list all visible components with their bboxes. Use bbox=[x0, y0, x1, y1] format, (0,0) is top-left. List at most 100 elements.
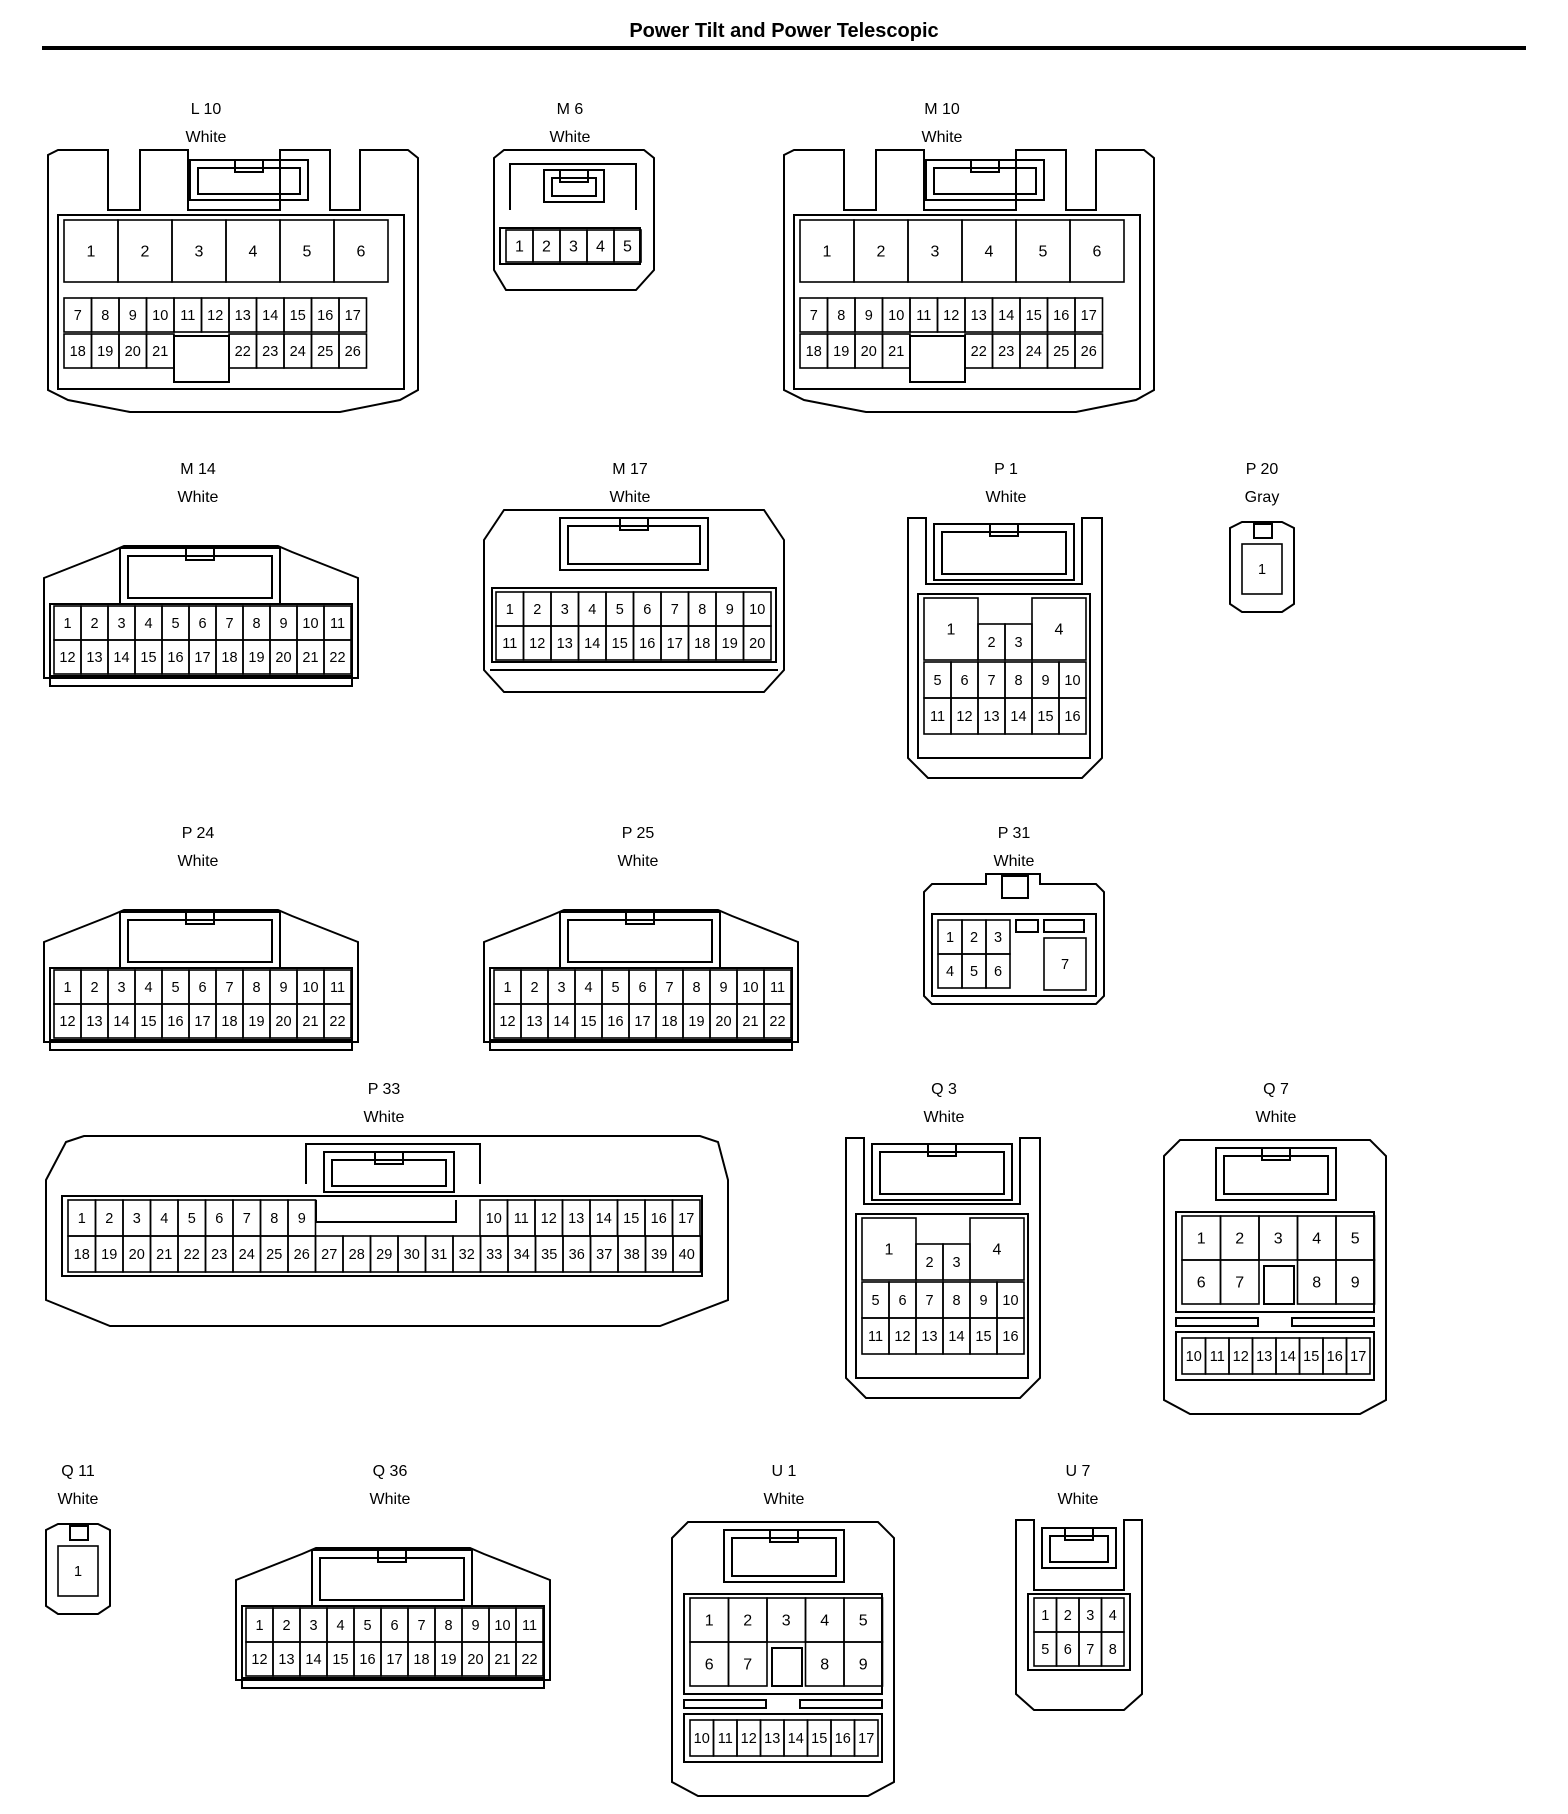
housing-outline bbox=[45, 1135, 729, 1327]
pin-number: 19 bbox=[97, 344, 113, 360]
pin-number: 22 bbox=[971, 344, 987, 360]
pin-number: 20 bbox=[749, 636, 765, 652]
pin-field bbox=[49, 967, 353, 1041]
latch-tab bbox=[1001, 875, 1029, 899]
pin-number: 12 bbox=[1233, 1349, 1249, 1365]
pin-field-lower bbox=[1175, 1331, 1375, 1381]
pin-number: 14 bbox=[1010, 709, 1026, 725]
pin-cell bbox=[1031, 597, 1087, 661]
pin-number: 13 bbox=[983, 709, 999, 725]
pin-number: 2 bbox=[90, 616, 98, 632]
pin-number: 12 bbox=[541, 1211, 557, 1227]
pin-field bbox=[49, 603, 353, 677]
pin-number: 25 bbox=[266, 1247, 282, 1263]
pin-number: 6 bbox=[643, 602, 651, 618]
pin-number: 34 bbox=[514, 1247, 530, 1263]
base-rail bbox=[241, 1679, 545, 1689]
pin-number: 31 bbox=[431, 1247, 447, 1263]
pin-number: 20 bbox=[129, 1247, 145, 1263]
connector-id: M 17 bbox=[612, 461, 648, 478]
pin-number: 24 bbox=[290, 344, 306, 360]
pin-number: 6 bbox=[215, 1211, 223, 1227]
housing-outline bbox=[47, 149, 419, 413]
pin-number: 13 bbox=[557, 636, 573, 652]
connector-color: White bbox=[610, 489, 651, 506]
connector-color: White bbox=[178, 853, 219, 870]
pin-number: 2 bbox=[877, 244, 886, 261]
pin-number: 1 bbox=[74, 1564, 82, 1580]
pin-number: 14 bbox=[584, 636, 600, 652]
pin-number: 21 bbox=[494, 1652, 510, 1668]
pin-number: 22 bbox=[521, 1652, 537, 1668]
pin-field bbox=[241, 1605, 545, 1679]
key-slot bbox=[173, 335, 230, 383]
pin-number: 10 bbox=[486, 1211, 502, 1227]
pin-number: 4 bbox=[946, 964, 954, 980]
rail bbox=[1291, 1317, 1375, 1327]
latch-tab bbox=[185, 547, 215, 561]
connector-id: P 24 bbox=[182, 825, 215, 842]
pin-number: 32 bbox=[459, 1247, 475, 1263]
connector-id: P 20 bbox=[1246, 461, 1279, 478]
latch-tab bbox=[769, 1529, 799, 1543]
pin-field bbox=[1175, 1211, 1375, 1313]
pin-number: 4 bbox=[1312, 1231, 1321, 1248]
housing-outline bbox=[783, 149, 1155, 413]
pin-number: 38 bbox=[624, 1247, 640, 1263]
pin-number: 9 bbox=[979, 1293, 987, 1309]
connector-id: Q 11 bbox=[61, 1463, 95, 1480]
pin-number: 5 bbox=[171, 980, 179, 996]
pin-number: 18 bbox=[661, 1014, 677, 1030]
pin-number: 5 bbox=[859, 1613, 868, 1630]
pin-number: 36 bbox=[569, 1247, 585, 1263]
pin-number: 10 bbox=[694, 1731, 710, 1747]
pin-number: 20 bbox=[125, 344, 141, 360]
pin-number: 15 bbox=[140, 650, 156, 666]
pin-cell bbox=[1335, 1259, 1376, 1305]
pin-number: 6 bbox=[705, 1657, 714, 1674]
pin-number: 12 bbox=[59, 650, 75, 666]
pin-number: 7 bbox=[243, 1211, 251, 1227]
pin-number: 11 bbox=[1210, 1349, 1225, 1365]
pin-cell bbox=[323, 1003, 352, 1039]
housing-outline bbox=[845, 1137, 1041, 1399]
housing-outline bbox=[907, 517, 1103, 779]
pin-number: 8 bbox=[820, 1657, 829, 1674]
latch-inner bbox=[319, 1557, 465, 1601]
pin-number: 19 bbox=[833, 344, 849, 360]
pin-number: 1 bbox=[255, 1618, 263, 1634]
pin-number: 1 bbox=[1041, 1608, 1049, 1624]
pin-cell bbox=[613, 229, 642, 263]
pin-number: 29 bbox=[376, 1247, 392, 1263]
pin-number: 6 bbox=[357, 244, 366, 261]
pin-number: 11 bbox=[514, 1211, 529, 1227]
pin-number: 18 bbox=[74, 1247, 90, 1263]
pin-number: 4 bbox=[160, 1211, 168, 1227]
pin-number: 16 bbox=[1053, 308, 1069, 324]
pin-number: 13 bbox=[1256, 1349, 1272, 1365]
pin-cell bbox=[985, 953, 1011, 989]
connector-color: White bbox=[1058, 1491, 1099, 1508]
pin-number: 1 bbox=[1258, 562, 1266, 578]
pin-number: 40 bbox=[679, 1247, 695, 1263]
pin-field bbox=[917, 593, 1091, 759]
latch-tab bbox=[1261, 1147, 1291, 1161]
pin-number: 1 bbox=[823, 244, 832, 261]
pin-number: 21 bbox=[152, 344, 168, 360]
pin-cell bbox=[843, 1641, 884, 1687]
pin-number: 27 bbox=[321, 1247, 337, 1263]
pin-field-lower bbox=[683, 1713, 883, 1763]
pin-number: 10 bbox=[1064, 673, 1080, 689]
connector-id: P 25 bbox=[622, 825, 655, 842]
pin-number: 8 bbox=[252, 980, 260, 996]
pin-number: 8 bbox=[1109, 1642, 1117, 1658]
latch-inner bbox=[933, 167, 1037, 195]
pin-number: 4 bbox=[820, 1613, 829, 1630]
housing-outline bbox=[483, 509, 785, 693]
key-slot bbox=[771, 1647, 803, 1687]
pin-number: 5 bbox=[1351, 1231, 1360, 1248]
